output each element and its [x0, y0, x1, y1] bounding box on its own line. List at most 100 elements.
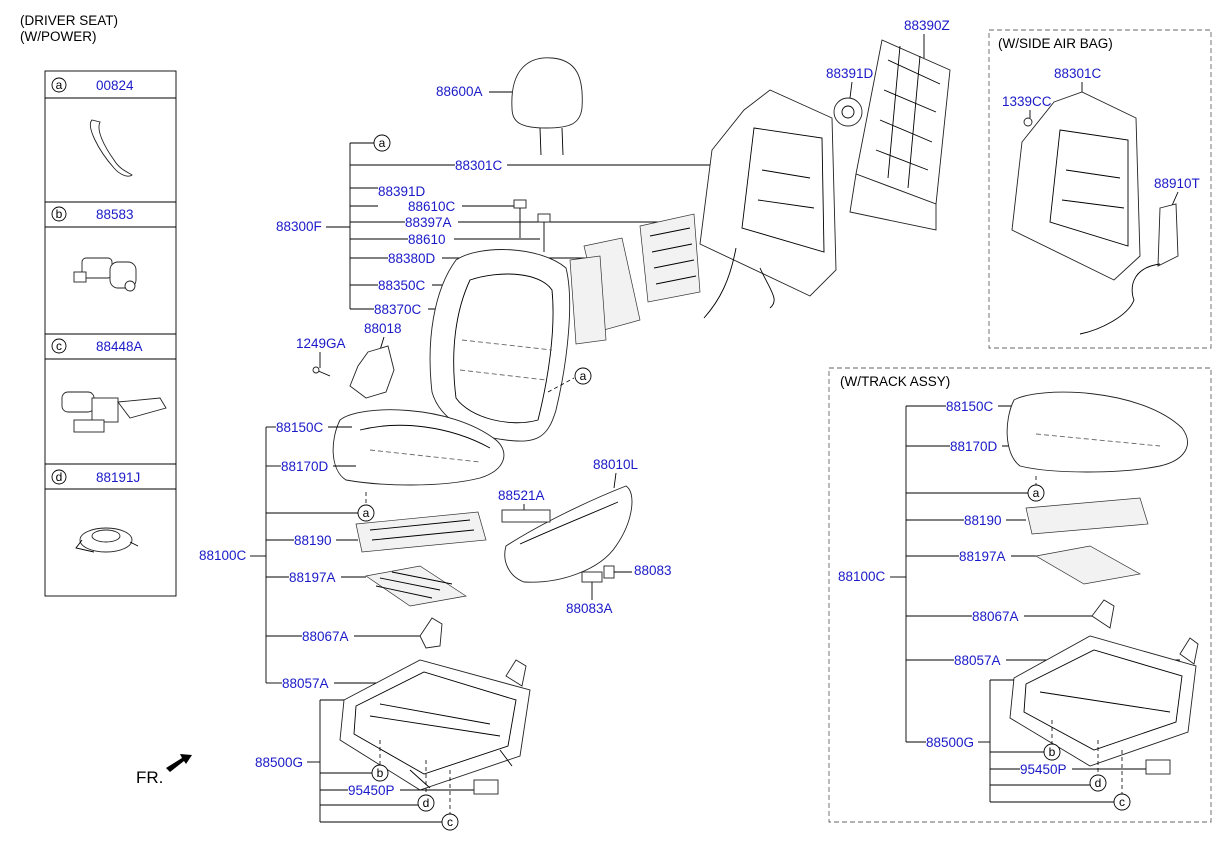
callout-88610[interactable]: 88610	[408, 232, 446, 247]
callout-88600A[interactable]: 88600A	[436, 84, 483, 99]
svg-text:b: b	[56, 207, 63, 221]
legend-marker-b	[51, 206, 67, 222]
headrest-drawing	[511, 57, 583, 156]
bracket-88057A	[505, 659, 527, 687]
module-95450P	[473, 779, 499, 795]
knob-88083	[603, 565, 615, 579]
motor-c-icon	[61, 391, 167, 433]
tr-track-frame	[1009, 635, 1197, 767]
callout-88010L[interactable]: 88010L	[593, 457, 639, 472]
callout-88391D-top[interactable]: 88391D	[826, 66, 874, 81]
callout-88197A[interactable]: 88197A	[289, 570, 336, 585]
callout-88610C[interactable]: 88610C	[408, 199, 456, 214]
header-driver-seat: (DRIVER SEAT)	[20, 13, 118, 28]
marker-a-backrest	[373, 134, 391, 152]
side-cover	[504, 485, 633, 583]
svg-text:c: c	[1119, 795, 1125, 809]
legend-part-88583[interactable]: 88583	[96, 207, 134, 222]
front-arrow-icon	[166, 754, 192, 772]
callout-88150C[interactable]: 88150C	[276, 420, 324, 435]
speaker-disk	[833, 97, 863, 127]
track-assy-box	[828, 367, 1212, 823]
callout-tr-88150C[interactable]: 88150C	[946, 399, 994, 414]
sab-frame	[1011, 91, 1141, 281]
callout-88397A[interactable]: 88397A	[405, 215, 452, 230]
bolt-icon	[1023, 117, 1033, 127]
mesh-88197A	[365, 565, 467, 607]
legend-marker-d	[51, 469, 67, 485]
callout-tr-88197A[interactable]: 88197A	[959, 549, 1006, 564]
marker-d-track-assy	[1089, 774, 1107, 792]
callout-tr-88067A[interactable]: 88067A	[972, 609, 1019, 624]
clip-icon	[90, 119, 133, 177]
guide-pins	[513, 199, 551, 252]
callout-sab-88301C[interactable]: 88301C	[1054, 66, 1102, 81]
tr-cushion-cover	[1006, 391, 1188, 473]
callout-tr-88190[interactable]: 88190	[964, 513, 1002, 528]
svg-text:c: c	[56, 339, 62, 353]
callout-88300F[interactable]: 88300F	[276, 219, 322, 234]
callout-95450P[interactable]: 95450P	[348, 783, 395, 798]
callout-88067A[interactable]: 88067A	[302, 629, 349, 644]
track-assy-title: (W/TRACK ASSY)	[840, 374, 950, 389]
callout-sab-1339CC[interactable]: 1339CC	[1002, 94, 1052, 109]
callout-88100C[interactable]: 88100C	[199, 548, 247, 563]
callout-88390Z[interactable]: 88390Z	[904, 18, 950, 33]
legend-marker-a	[51, 77, 67, 93]
callout-88301C[interactable]: 88301C	[455, 158, 503, 173]
svg-text:a: a	[1033, 486, 1040, 500]
svg-text:d: d	[56, 470, 63, 484]
callout-88190[interactable]: 88190	[294, 533, 332, 548]
callout-sab-88910T[interactable]: 88910T	[1154, 176, 1200, 191]
marker-d-track	[417, 794, 435, 812]
legend-marker-c	[51, 338, 67, 354]
marker-a-cushion	[357, 504, 375, 522]
callout-tr-88100C[interactable]: 88100C	[838, 569, 886, 584]
callout-88350C[interactable]: 88350C	[378, 278, 426, 293]
front-label: FR.	[136, 768, 163, 787]
callout-88083A[interactable]: 88083A	[566, 601, 613, 616]
callout-88018[interactable]: 88018	[364, 321, 402, 336]
callout-tr-95450P[interactable]: 95450P	[1020, 762, 1067, 777]
bracket-88018	[349, 345, 395, 399]
callout-88500G[interactable]: 88500G	[255, 755, 303, 770]
header-power: (W/POWER)	[20, 29, 97, 44]
screw-icon	[312, 366, 331, 377]
callout-tr-88500G[interactable]: 88500G	[926, 735, 974, 750]
lumbar-support	[569, 237, 641, 345]
cushion-cover	[332, 409, 505, 486]
callout-tr-88170D[interactable]: 88170D	[950, 439, 998, 454]
marker-a-cover	[574, 367, 592, 385]
tr-bracket-88067A	[1091, 599, 1115, 629]
switch-88521A	[501, 509, 551, 523]
svg-text:c: c	[447, 815, 453, 829]
callout-88057A[interactable]: 88057A	[282, 676, 329, 691]
mesh-pad	[639, 213, 701, 303]
backrest-frame	[699, 89, 837, 319]
callout-1249GA[interactable]: 1249GA	[296, 336, 346, 351]
tr-module-95450P	[1145, 759, 1171, 775]
svg-text:b: b	[377, 766, 384, 780]
callout-88170D[interactable]: 88170D	[281, 459, 329, 474]
callout-88083[interactable]: 88083	[634, 563, 672, 578]
legend-part-00824[interactable]: 00824	[96, 78, 134, 93]
svg-text:a: a	[379, 136, 386, 150]
legend-part-88191J[interactable]: 88191J	[96, 470, 140, 485]
svg-text:a: a	[363, 506, 370, 520]
callout-88380D[interactable]: 88380D	[388, 251, 436, 266]
tr-bracket-88057A	[1179, 637, 1199, 665]
side-airbag-box	[988, 29, 1212, 349]
callout-88370C[interactable]: 88370C	[374, 302, 422, 317]
svg-text:a: a	[56, 78, 63, 92]
callout-88391D[interactable]: 88391D	[378, 184, 426, 199]
svg-text:d: d	[1095, 776, 1102, 790]
legend-part-88448A[interactable]: 88448A	[96, 339, 143, 354]
callout-88521A[interactable]: 88521A	[498, 488, 545, 503]
svg-text:d: d	[423, 796, 430, 810]
callout-tr-88057A[interactable]: 88057A	[954, 653, 1001, 668]
heater-mat	[355, 511, 487, 553]
seat-track-frame	[339, 659, 531, 791]
sensor-d-icon	[75, 527, 139, 553]
svg-text:a: a	[580, 369, 587, 383]
